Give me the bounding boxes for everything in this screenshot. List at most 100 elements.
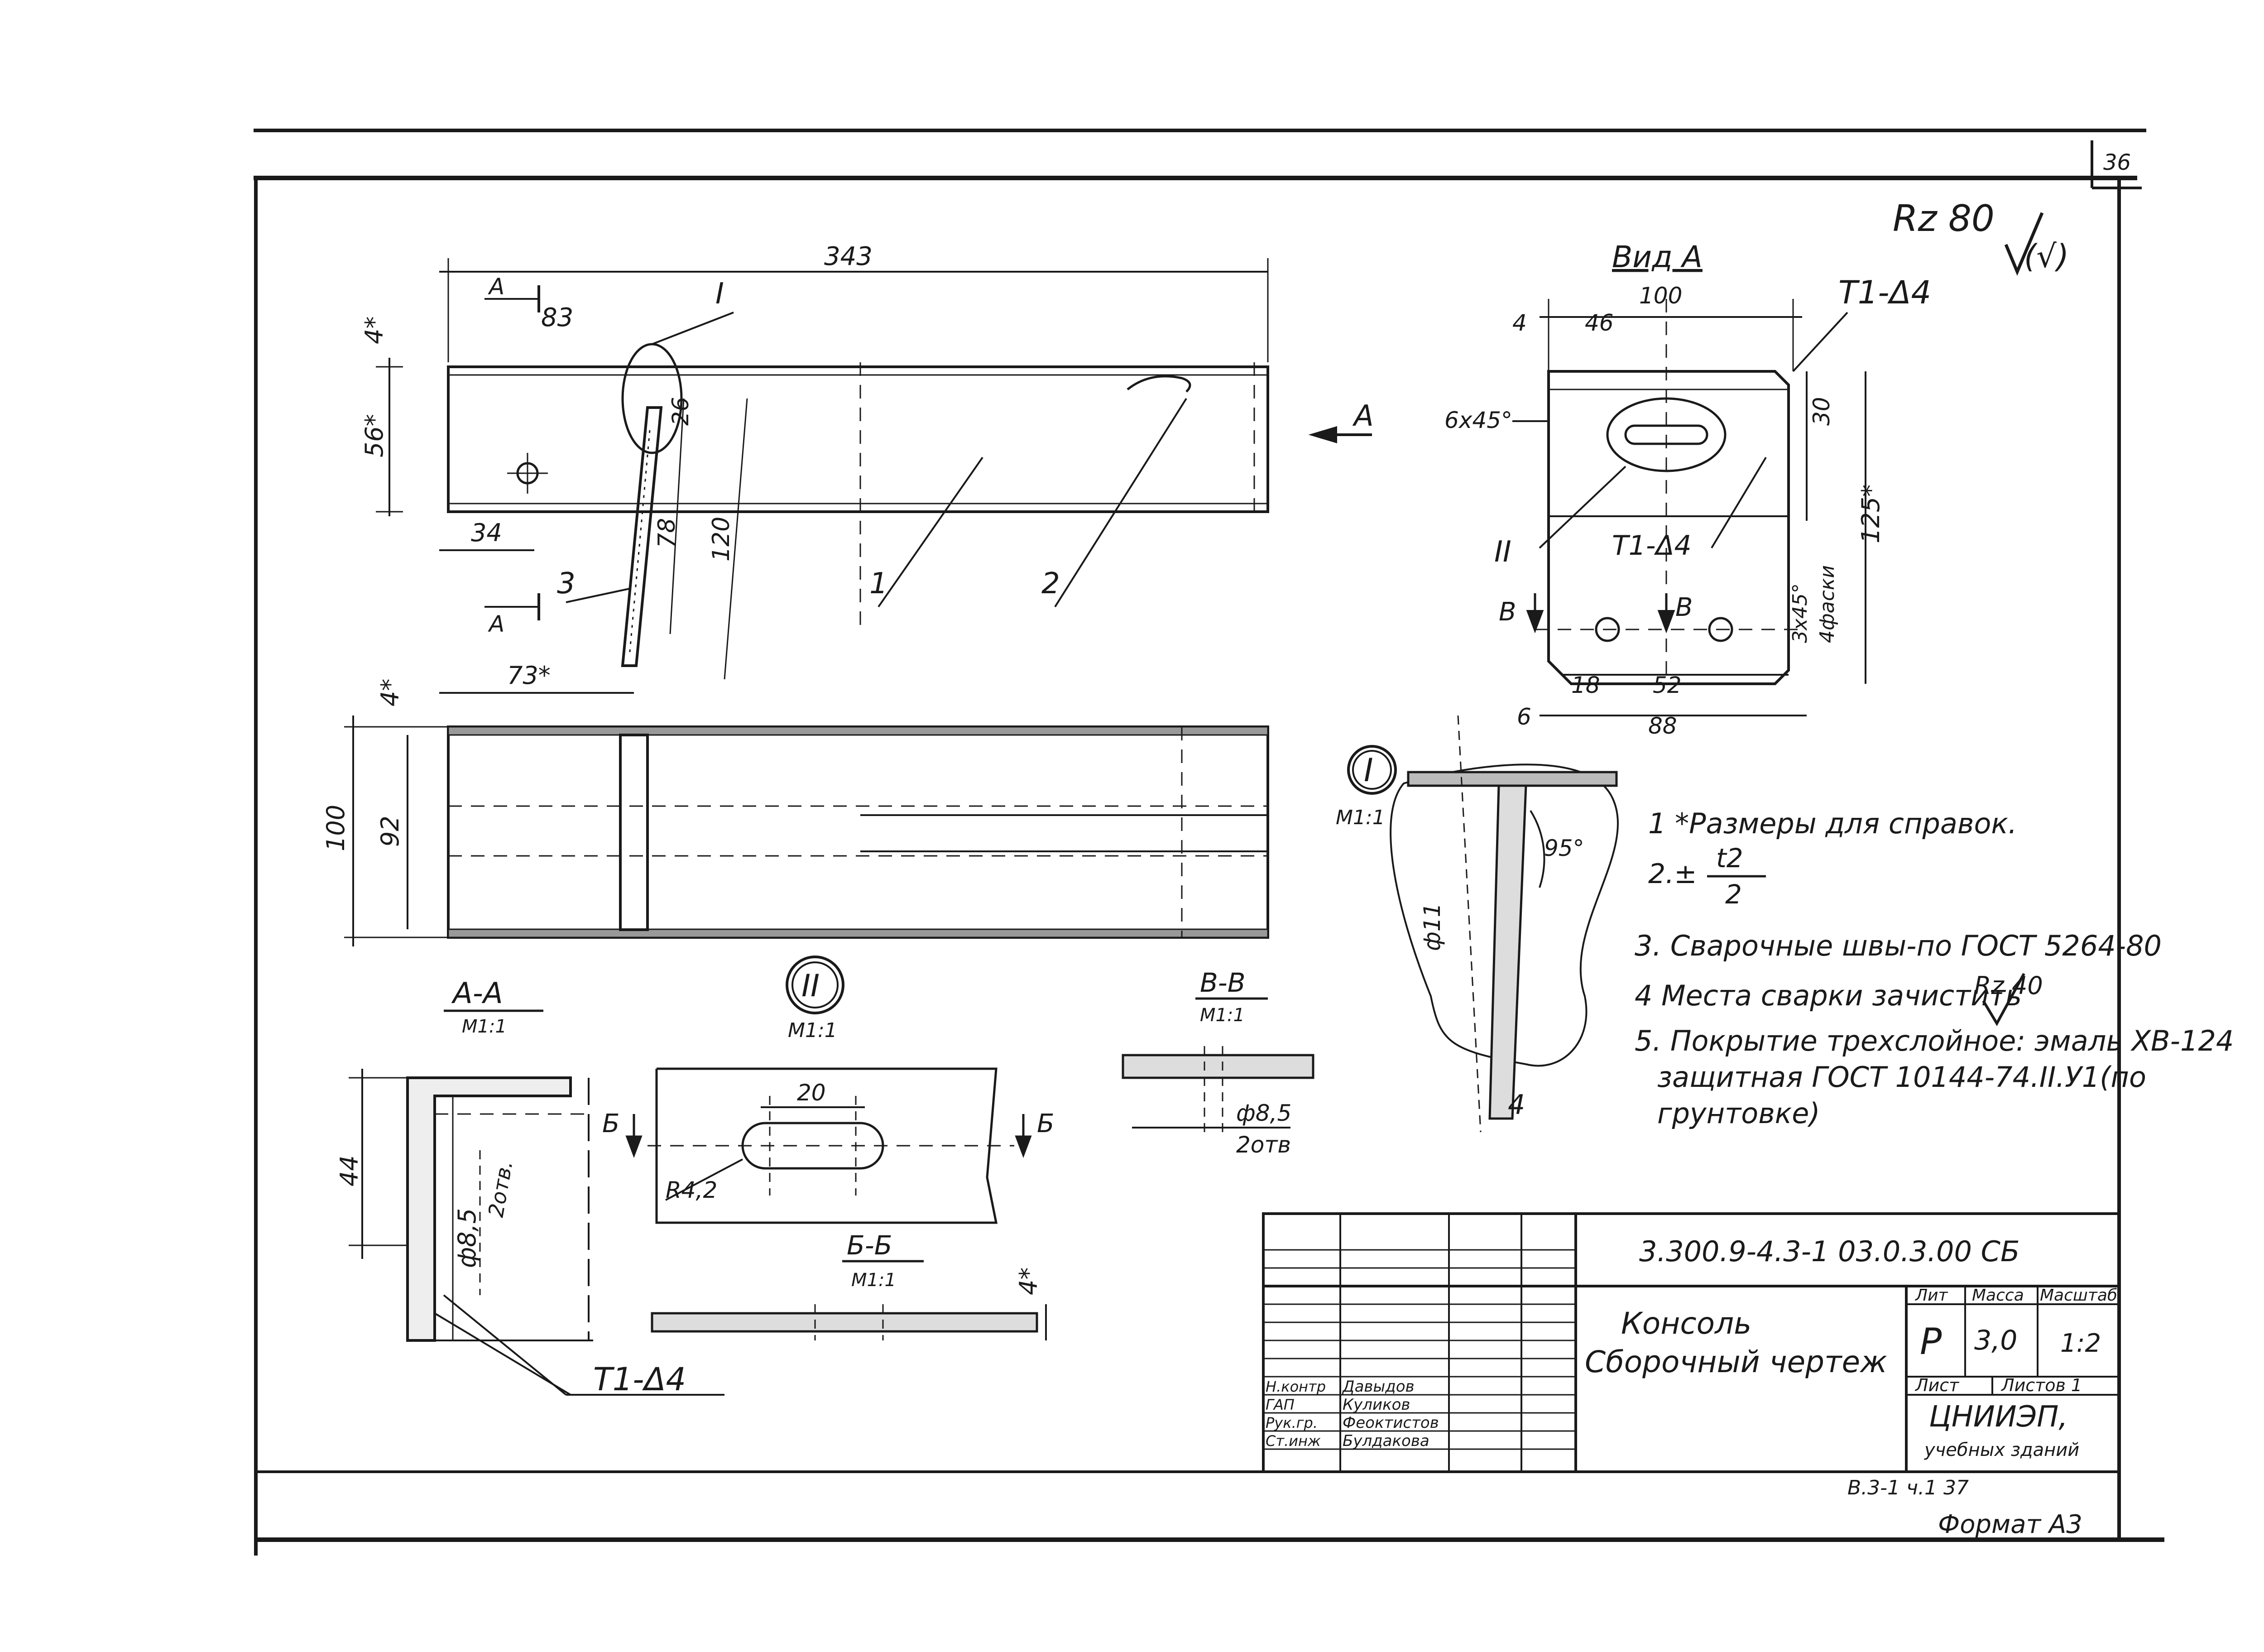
note-2-num: t2: [1716, 843, 1743, 874]
part-2: 2: [1041, 567, 1060, 600]
doc-code: 3.300.9-4.3-1 03.0.3.00 СБ: [1639, 1235, 2019, 1268]
section-vv-holes: 2отв: [1236, 1132, 1291, 1158]
notes: 1 *Размеры для справок. 2.± t2 2 3. Свар…: [1635, 807, 2234, 1130]
dim-a-4: 4: [1512, 310, 1527, 336]
section-bb-dim: 4*: [1014, 1268, 1043, 1295]
section-bb-scale: М1:1: [851, 1270, 896, 1291]
sheet-number: 36: [2103, 150, 2131, 175]
chamfers-note2: 4фаски: [1816, 565, 1839, 643]
dim-a-52: 52: [1653, 672, 1682, 698]
note-4: 4 Места сварки зачистить: [1635, 979, 2022, 1012]
section-aa-dia: ф8,5: [453, 1208, 481, 1268]
section-vv-dia: ф8,5: [1236, 1100, 1291, 1126]
title-block: [1262, 1212, 2120, 1473]
scale-value: 1:2: [2060, 1329, 2101, 1358]
dim-a-88: 88: [1648, 713, 1677, 739]
dim-83: 83: [541, 303, 573, 332]
roughness-main-suffix: (√): [2024, 238, 2069, 275]
dim-56: 56*: [360, 414, 389, 457]
plan-dim-92: 92: [376, 816, 404, 847]
detail-I-labels: I М1:1 95° ф11 4: [1336, 752, 1584, 1121]
staff-name-1: Куликов: [1343, 1396, 1410, 1414]
plan-dim-4: 4*: [376, 679, 404, 706]
detail-II-dim20: 20: [797, 1080, 826, 1106]
section-bb-labels: Б-Б М1:1 4*: [842, 1230, 1043, 1295]
staff-role-0: Н.контр: [1266, 1378, 1326, 1395]
detail-I-dim4: 4: [1508, 1089, 1525, 1121]
detail-II-cut-right: Б: [1037, 1109, 1054, 1138]
main-view-dims: 343 83 4* 56* 34 26 78 120 73* А А I 1 2…: [360, 242, 1374, 690]
section-b-right: В: [1675, 593, 1693, 622]
org-line-1: ЦНИИЭП,: [1929, 1400, 2068, 1434]
drawing-name-1: Консоль: [1621, 1306, 1751, 1341]
dim-4-top: 4*: [360, 317, 389, 344]
section-aa-scale: М1:1: [462, 1016, 507, 1037]
section-aa-dim44: 44: [335, 1155, 364, 1186]
staff-role-1: ГАП: [1266, 1396, 1295, 1413]
detail-II-label: II: [801, 968, 820, 1004]
section-vv-title: В-В: [1200, 967, 1246, 998]
dim-a-6: 6: [1517, 704, 1531, 730]
staff-name-3: Булдакова: [1343, 1432, 1429, 1450]
section-aa: [349, 1069, 724, 1396]
dim-a-46: 46: [1585, 310, 1614, 336]
sheet-label: Лист: [1914, 1375, 1960, 1395]
staff-role-2: Рук.гр.: [1266, 1414, 1318, 1431]
plan-dim-100: 100: [321, 805, 350, 851]
sheet-frame: [254, 129, 2164, 1556]
dim-120: 120: [708, 517, 735, 562]
ref-II: II: [1494, 535, 1511, 569]
detail-I-angle: 95°: [1544, 835, 1584, 861]
detail-I-scale: М1:1: [1336, 806, 1385, 829]
part-3: 3: [557, 567, 576, 600]
footer-ref: В.3-1 ч.1 37: [1847, 1476, 1969, 1499]
dim-78: 78: [653, 518, 681, 548]
detail-II-labels: II М1:1 20 R4,2 Б Б: [602, 968, 1054, 1203]
staff-name-2: Феоктистов: [1343, 1414, 1439, 1432]
staff-name-0: Давыдов: [1342, 1378, 1415, 1396]
view-arrow-label: А: [1352, 399, 1374, 433]
detail-II: [625, 956, 1032, 1224]
detail-I-dia: ф11: [1419, 903, 1445, 951]
detail-II-radius: R4,2: [666, 1177, 717, 1203]
title-block-text: 3.300.9-4.3-1 03.0.3.00 СБ Консоль Сборо…: [1266, 1235, 2117, 1460]
org-line-2: учебных зданий: [1924, 1440, 2079, 1460]
sheets-label: Листов 1: [2000, 1375, 2082, 1395]
main-view: [376, 258, 1372, 694]
roughness-check-icon: [2004, 212, 2044, 276]
detail-I-ref: I: [715, 277, 724, 311]
view-a: [1512, 299, 1866, 716]
section-aa-weld: Т1-Δ4: [593, 1361, 686, 1398]
weld-top: Т1-Δ4: [1838, 274, 1931, 311]
section-letter-top: А: [488, 274, 504, 300]
section-vv-labels: В-В М1:1 ф8,5 2отв: [1195, 967, 1291, 1158]
roughness-main: Rz 80: [1893, 197, 1995, 240]
note-5-cont2: грунтовке): [1657, 1097, 1820, 1130]
note-3: 3. Сварочные швы-по ГОСТ 5264-80: [1635, 929, 2162, 962]
detail-II-scale: М1:1: [788, 1019, 837, 1042]
detail-I: [1347, 715, 1619, 1133]
lit-value: Р: [1920, 1321, 1942, 1363]
detail-II-cut-left: Б: [602, 1109, 619, 1138]
col-lit: Лит: [1914, 1286, 1948, 1305]
mass-value: 3,0: [1974, 1325, 2017, 1356]
section-aa-title: А-А: [451, 977, 503, 1010]
note-4-check-icon: [1982, 973, 2025, 1027]
part-1: 1: [869, 567, 888, 600]
detail-I-label: I: [1364, 752, 1373, 789]
view-a-labels: Вид А Т1-Δ4 Т1-Δ4 6x45° II 100 4 46 30 1…: [1444, 240, 1931, 739]
note-5-cont1: защитная ГОСТ 10144-74.II.У1(по: [1657, 1061, 2146, 1094]
dim-a-125: 125*: [1856, 485, 1885, 543]
dim-a-100: 100: [1639, 283, 1682, 309]
staff-role-3: Ст.инж: [1266, 1432, 1321, 1450]
note-2-prefix: 2.±: [1648, 858, 1697, 890]
note-4-roughness: Rz 40: [1974, 971, 2043, 1000]
drawing-name-2: Сборочный чертеж: [1585, 1345, 1887, 1379]
weld-mid: Т1-Δ4: [1612, 530, 1692, 562]
col-scale: Масштаб: [2040, 1286, 2117, 1305]
section-bb-title: Б-Б: [847, 1230, 892, 1261]
chamfer-6x45: 6x45°: [1444, 407, 1512, 433]
dim-a-30: 30: [1808, 397, 1835, 426]
section-aa-labels: А-А М1:1 44 ф8,5 2отв. Т1-Δ4: [335, 977, 686, 1398]
